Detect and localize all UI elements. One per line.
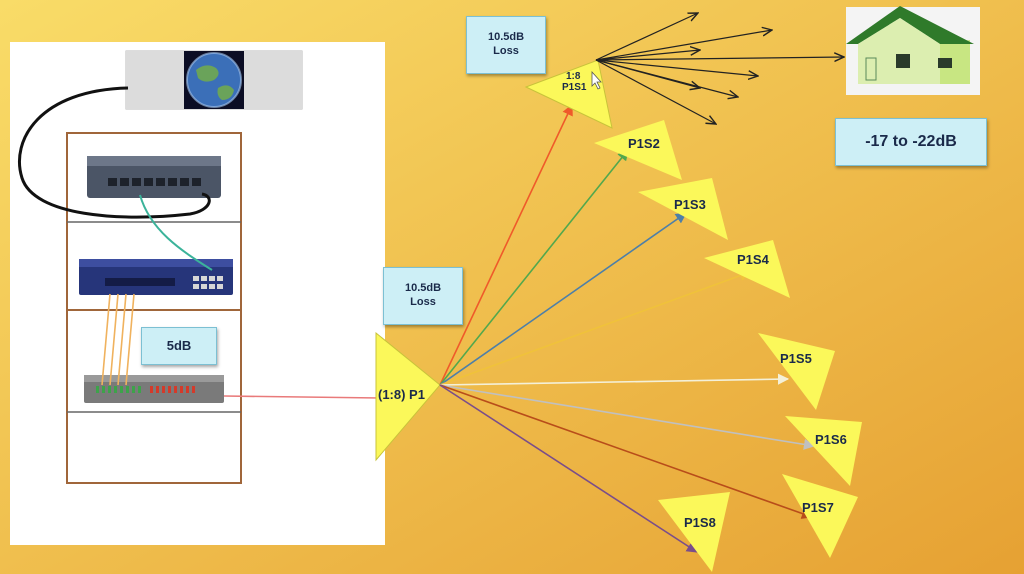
network-switch-icon [87, 156, 221, 198]
splitter-label-p1s6: P1S6 [815, 432, 847, 447]
splitter-p1s1 [524, 59, 613, 129]
equipment-rack [66, 132, 242, 484]
splitter-p1s3: P1S3 [638, 178, 728, 240]
splitter-p1s4: P1S4 [704, 240, 790, 298]
internet-connection [125, 50, 303, 110]
splitter-p1s7: P1S7 [782, 474, 858, 558]
internet-cable [17, 86, 211, 219]
p1-loss-label: 10.5dB Loss [383, 267, 463, 325]
olt-to-patch-fibers [101, 293, 135, 386]
patch-panel-icon [84, 375, 224, 403]
splitter-p1s2: P1S2 [594, 120, 682, 180]
splitter-p1s6: P1S6 [785, 416, 862, 486]
splitter-p1s5: P1S5 [758, 333, 835, 410]
splitter-label-p1s5: P1S5 [780, 351, 812, 366]
home-signal-range-value: -17 to -22dB [865, 133, 957, 150]
splitter-p1s8: P1S8 [658, 492, 730, 572]
p1-loss-value: 10.5dB [404, 282, 442, 295]
primary-splitter-label: (1:8) P1 [378, 387, 425, 402]
splitter-label-p1s8: P1S8 [684, 515, 716, 530]
house-icon [846, 6, 980, 95]
switch-to-olt-cable [139, 194, 213, 271]
p1-loss-word: Loss [410, 296, 436, 308]
splitter-label-p1s7: P1S7 [802, 500, 834, 515]
home-signal-range-label: -17 to -22dB [835, 118, 987, 166]
distribution-fibers [439, 103, 816, 553]
splitter-label-p1s3: P1S3 [674, 197, 706, 212]
p1s1-loss-value: 10.5dB [487, 31, 525, 44]
primary-splitter [375, 331, 441, 462]
splitter-label-p1s4: P1S4 [737, 252, 770, 267]
splitter-label-p1s2: P1S2 [628, 136, 660, 151]
feeder-fiber [223, 395, 381, 399]
olt-device-icon [79, 259, 233, 295]
p1s1-loss-label: 10.5dB Loss [466, 16, 546, 74]
p1s1-ratio-label: 1:8 [566, 71, 581, 82]
rack-loss-value: 5dB [166, 337, 192, 353]
mouse-cursor-icon [591, 70, 602, 90]
p1s1-loss-word: Loss [493, 45, 519, 57]
home-drop-fibers [595, 13, 844, 124]
rack-loss-label: 5dB [141, 327, 217, 365]
globe-icon [186, 52, 242, 108]
p1s1-name-label: P1S1 [562, 82, 587, 93]
